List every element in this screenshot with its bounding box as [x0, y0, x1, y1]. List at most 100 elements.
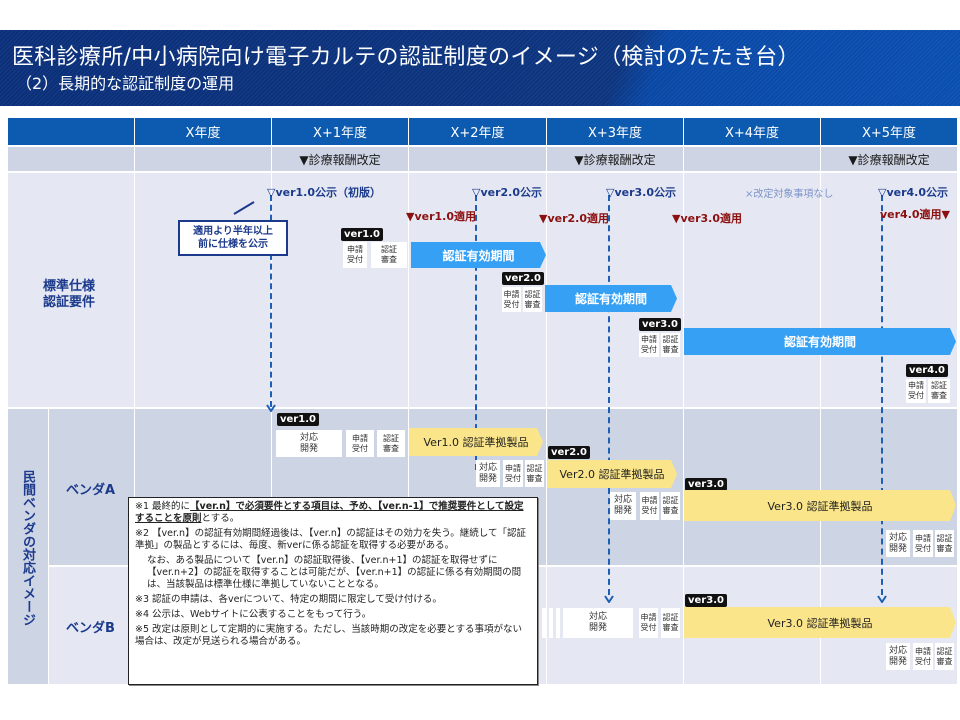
vendor-section-label-cell [8, 409, 49, 684]
step-apply-receipt: 申請 受付 [639, 333, 659, 357]
vendor-b-label-cell [49, 567, 135, 684]
vendor-a-ver2-tag: ver2.0 [548, 446, 590, 459]
step-certification-review: 認証 審査 [935, 643, 954, 670]
revision-cell-x [135, 147, 272, 171]
page-subtitle: （2）長期的な認証制度の運用 [16, 74, 235, 93]
ver4-publication: ▽ver4.0公示 [878, 186, 949, 199]
vendor-a-label: ベンダA [66, 483, 116, 498]
ver4-tag: ver4.0 [906, 364, 948, 377]
revision-cell-x3: ▼診療報酬改定 [547, 147, 684, 171]
revision-cell-x5: ▼診療報酬改定 [821, 147, 958, 171]
header-year-x: X年度 [135, 118, 272, 145]
ver3-validity-bar: 認証有効期間 [684, 328, 956, 355]
step-apply-receipt: 申請 受付 [906, 379, 926, 403]
note-4: ※4 公示は、Webサイトに公表することをもって行う。 [135, 609, 372, 620]
ver2-publish-line [475, 195, 477, 470]
revision-corner [8, 147, 135, 171]
vendor-a-ver3-tag: ver3.0 [685, 478, 727, 491]
step-apply-receipt: 申請 受付 [503, 460, 523, 487]
callout-box: 適用より半年以上 前に仕様を公示 [178, 220, 288, 256]
ver1-publish-line [270, 195, 272, 407]
step-apply-receipt: 申請 受付 [346, 430, 374, 457]
step-certification-review: 認証 審査 [525, 460, 544, 487]
ver1-application: ▼ver1.0適用 [406, 210, 477, 223]
ver2-validity-bar: 認証有効期間 [545, 285, 677, 312]
vendor-b-ver3-product-bar: Ver3.0 認証準拠製品 [684, 607, 956, 638]
revision-cell-x4 [684, 147, 821, 171]
vendor-a-ver3-product-bar: Ver3.0 認証準拠製品 [684, 490, 956, 521]
header-corner [8, 118, 135, 145]
note-5: ※5 改定は原則として定期的に実施する。ただし、当該時期の改定を必要とする事項が… [135, 624, 522, 647]
step-certification-review: 認証 審査 [928, 379, 950, 403]
ver3-publish-line [608, 195, 610, 595]
step-development: 対応 開発 [563, 608, 633, 638]
arrow-down-icon [604, 595, 614, 603]
step-certification-review: 認証 審査 [935, 530, 954, 557]
standard-label: 標準仕様 認証要件 [43, 279, 95, 311]
ver2-application: ▼ver2.0適用 [539, 212, 610, 225]
ver4-application: ver4.0適用▼ [880, 208, 951, 221]
note-1-prefix: ※1 最終的に [135, 501, 191, 512]
note-1: ※1 最終的に【ver.n】で必須要件とする項目は、予め、【ver.n-1】で推… [135, 501, 531, 525]
step-apply-receipt: 申請 受付 [640, 492, 659, 520]
ver1-tag: ver1.0 [341, 228, 383, 241]
callout-line1: 適用より半年以上 [193, 226, 273, 237]
arrow-down-icon [877, 595, 887, 603]
vendor-a-ver1-tag: ver1.0 [277, 413, 319, 426]
page-title: 医科診療所/中小病院向け電子カルテの認証制度のイメージ（検討のたたき台） [12, 45, 800, 70]
vendor-a-ver1-product-bar: Ver1.0 認証準拠製品 [409, 428, 543, 456]
step-apply-receipt: 申請 受付 [913, 530, 933, 557]
dev-stripe [556, 608, 560, 638]
vendor-a-ver2-product-bar: Ver2.0 認証準拠製品 [547, 460, 677, 488]
callout-pointer-icon [233, 201, 255, 215]
ver3-tag: ver3.0 [639, 318, 681, 331]
vendor-b-ver3-tag: ver3.0 [685, 594, 727, 607]
callout-line2: 前に仕様を公示 [198, 239, 268, 250]
ver1-validity-bar: 認証有効期間 [411, 242, 546, 268]
revision-cell-x1: ▼診療報酬改定 [272, 147, 409, 171]
step-certification-review: 認証 審査 [661, 608, 680, 638]
standard-label-line1: 標準仕様 [43, 279, 96, 294]
step-development: 対応 開発 [886, 530, 910, 557]
notes-box: ※1 最終的に【ver.n】で必須要件とする項目は、予め、【ver.n-1】で推… [128, 497, 538, 685]
step-certification-review: 認証 審査 [661, 492, 680, 520]
header-year-x3: X+3年度 [547, 118, 684, 145]
header-year-x4: X+4年度 [684, 118, 821, 145]
step-development: 対応 開発 [886, 643, 910, 670]
header-year-x5: X+5年度 [821, 118, 958, 145]
arrow-down-icon [266, 404, 276, 412]
step-apply-receipt: 申請 受付 [502, 287, 521, 312]
step-apply-receipt: 申請 受付 [913, 643, 933, 670]
step-certification-review: 認証 審査 [377, 430, 405, 457]
title-banner [0, 30, 960, 106]
note-3: ※3 認証の申請は、各verについて、特定の期間に限定して受け付ける。 [135, 594, 442, 605]
note-2-supplement: なお、ある製品について【ver.n】の認証取得後、【ver.n+1】の認証を取得… [147, 555, 522, 590]
revision-cell-x2 [409, 147, 547, 171]
note-1-emphasis: 【ver.n】で必須要件とする項目は、予め、【ver.n-1】で推奨要件として設… [135, 501, 524, 524]
header-year-x2: X+2年度 [409, 118, 547, 145]
dev-stripe [542, 608, 546, 638]
vendor-b-label: ベンダB [66, 621, 115, 636]
step-apply-receipt: 申請 受付 [343, 242, 367, 268]
ver4-publish-line [881, 195, 883, 595]
ver2-publication: ▽ver2.0公示 [472, 186, 543, 199]
no-revision-note: ×改定対象事項なし [745, 189, 834, 200]
note-1-suffix: とする。 [201, 513, 240, 524]
vendor-section-label: 民間ベンダの対応イメージ [20, 470, 35, 626]
step-development: 対応 開発 [476, 460, 500, 487]
step-certification-review: 認証 審査 [523, 287, 542, 312]
ver3-application: ▼ver3.0適用 [672, 212, 743, 225]
standard-cell [272, 173, 409, 407]
standard-label-cell [8, 173, 135, 407]
step-apply-receipt: 申請 受付 [639, 608, 658, 638]
header-year-x1: X+1年度 [272, 118, 409, 145]
ver3-publication: ▽ver3.0公示 [606, 186, 677, 199]
standard-label-line2: 認証要件 [43, 295, 96, 310]
ver1-publication: ▽ver1.0公示（初版） [267, 186, 382, 199]
step-certification-review: 認証 審査 [661, 333, 680, 357]
step-development: 対応 開発 [276, 430, 342, 457]
ver2-tag: ver2.0 [502, 272, 544, 285]
dev-stripe [549, 608, 553, 638]
step-certification-review: 認証 審査 [371, 242, 407, 268]
standard-cell [684, 173, 821, 407]
